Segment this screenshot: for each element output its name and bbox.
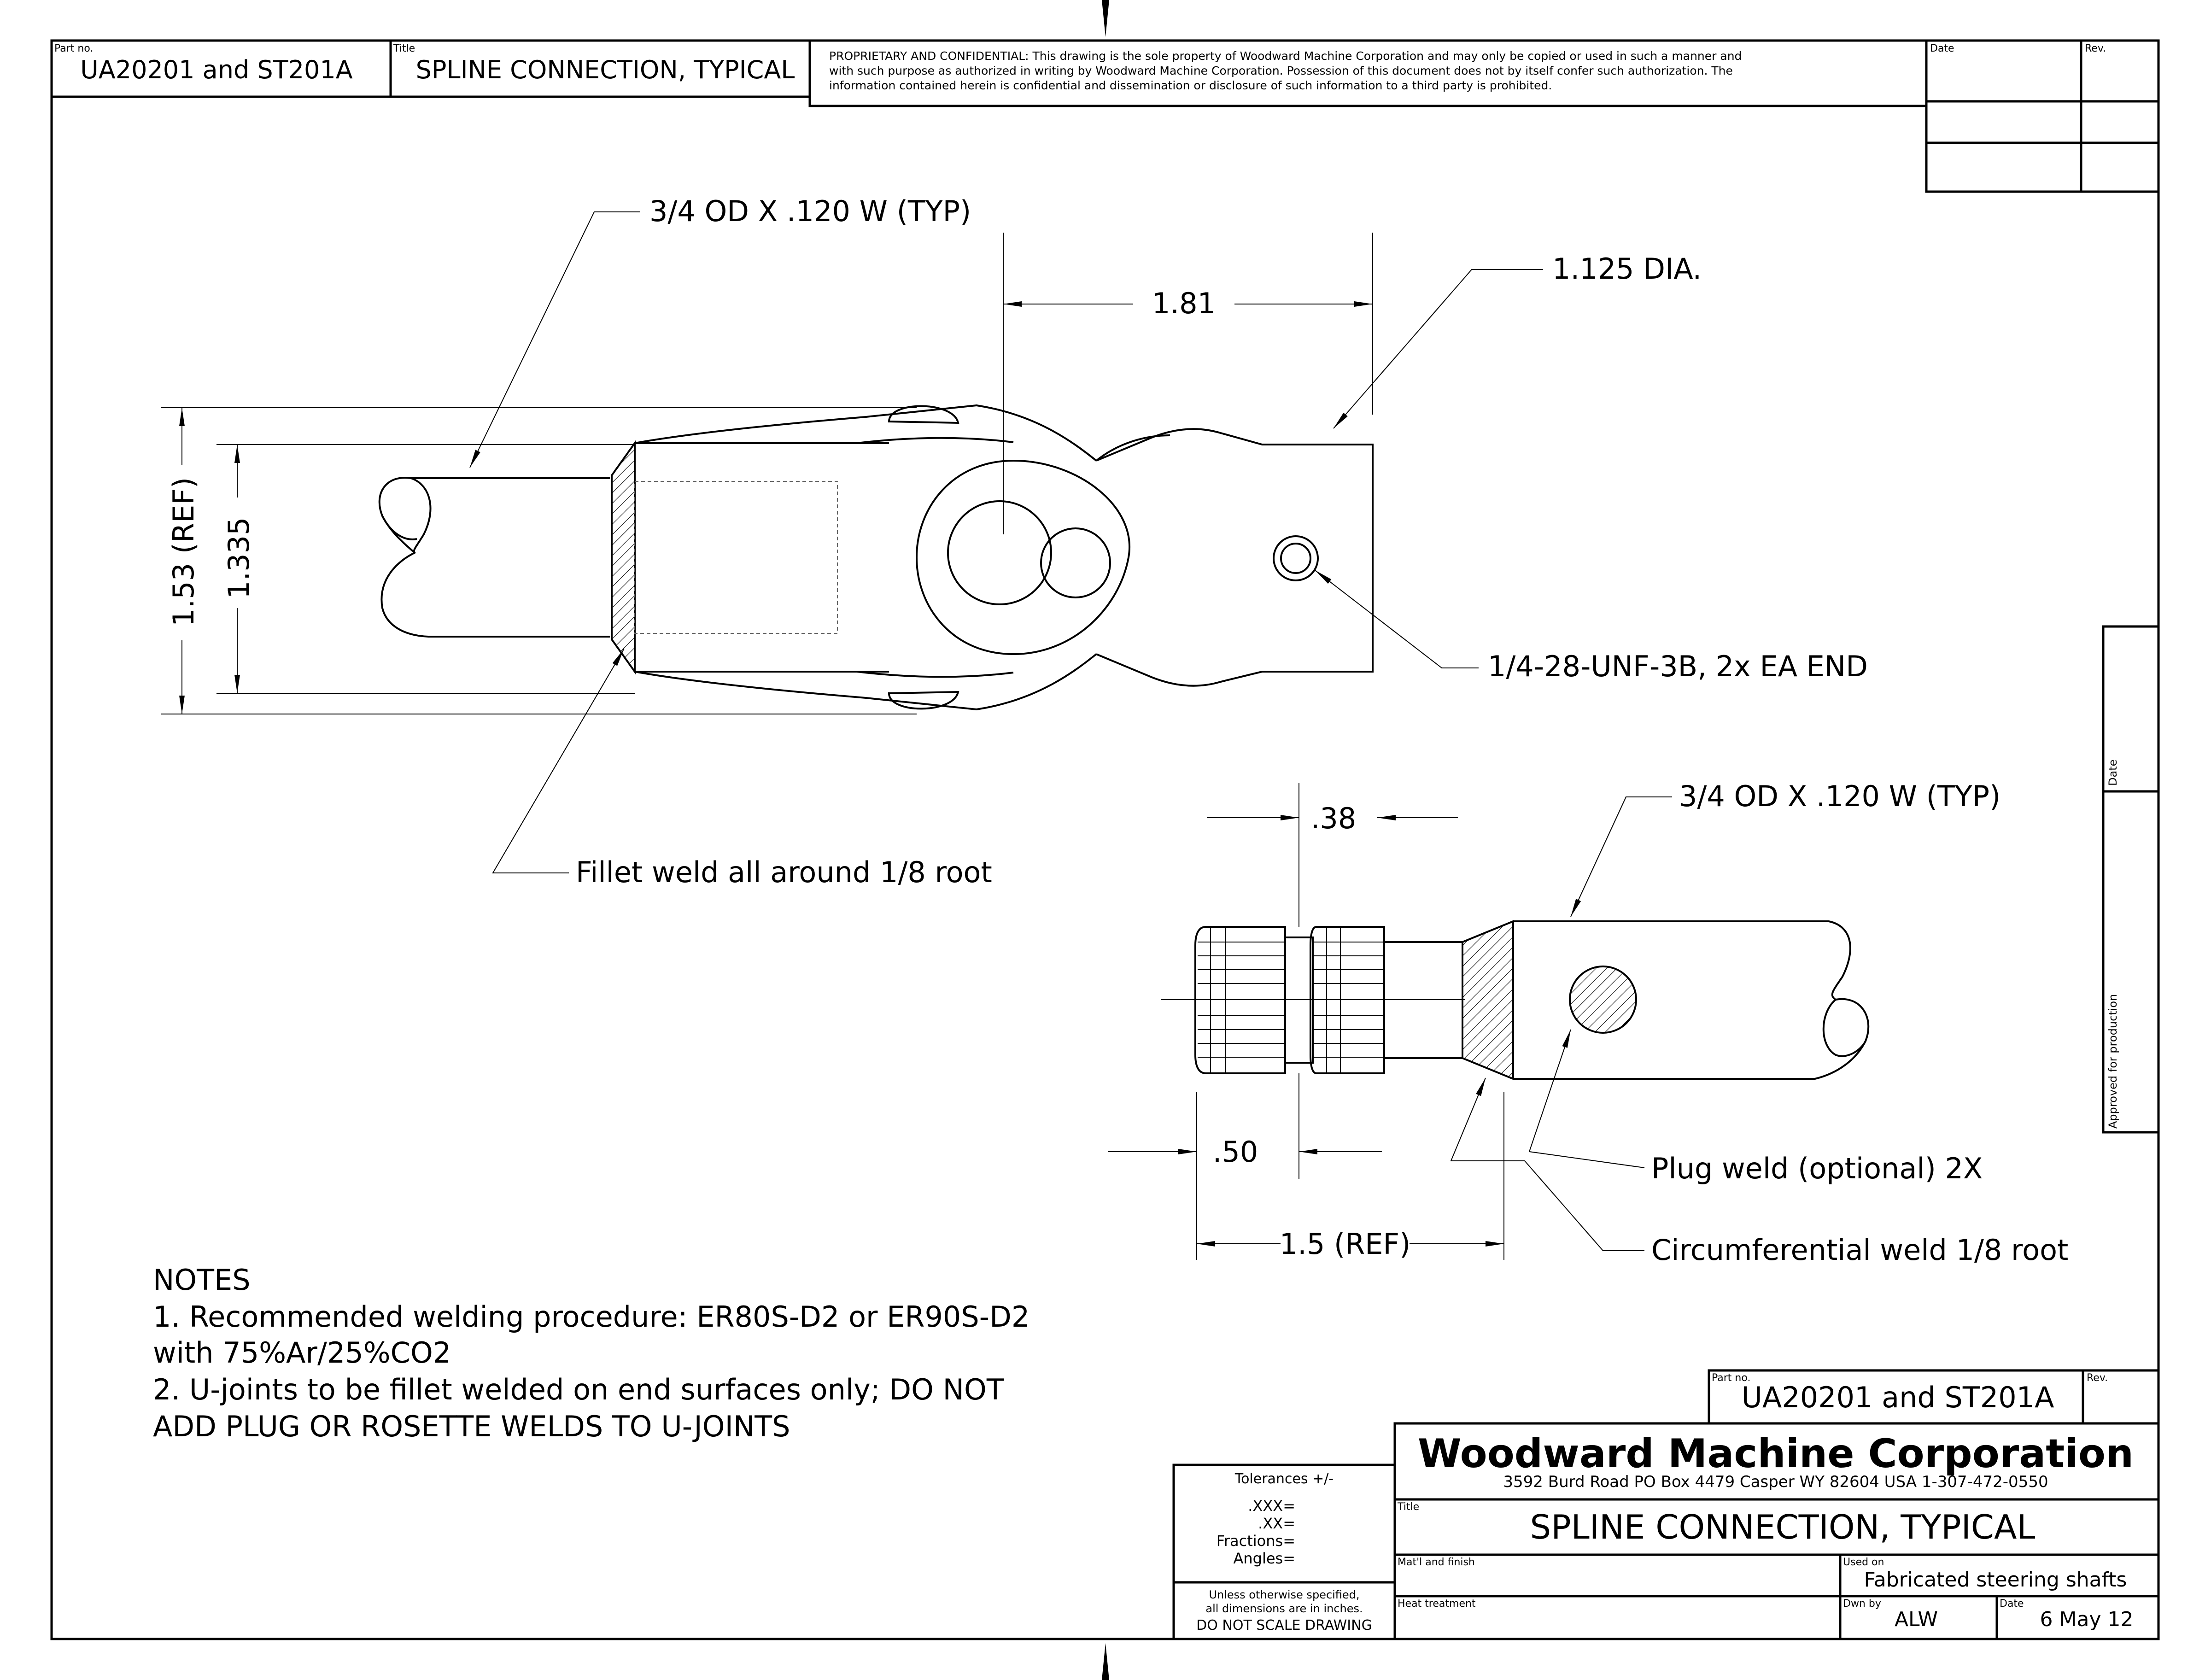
spider-pin	[1040, 527, 1111, 598]
spline-neck	[1284, 937, 1314, 1064]
dim-181: 1.81	[1152, 287, 1216, 320]
dia-1125: 1.125 DIA.	[1552, 252, 1702, 286]
spider-hub	[947, 500, 1052, 605]
dim-15: 1.5 (REF)	[1280, 1227, 1411, 1261]
thread-callout: 1/4-28-UNF-3B, 2x EA END	[1488, 650, 1868, 683]
bearing-cap-top	[888, 405, 959, 424]
top-rev-caption: Rev.	[2085, 43, 2106, 54]
tb-date-caption: Date	[2000, 1598, 2024, 1610]
yoke-arm-bottom	[634, 653, 1097, 711]
dim-153: 1.53 (REF)	[167, 477, 200, 626]
company-name: Woodward Machine Corporation	[1418, 1431, 2134, 1477]
top-part-no-caption: Part no.	[54, 43, 93, 54]
ujoint-top-view	[378, 233, 1374, 711]
center-mark-top	[1102, 0, 1109, 37]
dimensions-top: 1.81 1.125 DIA. 3/4 OD X .120 W (TYP) 1.…	[161, 194, 1868, 889]
tb-used-on-caption: Used on	[1843, 1557, 1884, 1568]
top-title-caption: Title	[393, 43, 415, 54]
top-part-no: UA20201 and ST201A	[80, 55, 353, 84]
yoke-body	[634, 442, 889, 673]
tb-dwn-caption: Dwn by	[1843, 1598, 1881, 1610]
spline-teeth	[1198, 927, 1384, 1073]
dimensions-bottom: .38 .50 1.5 (REF) 3/4 OD X .120 W (TYP) …	[1108, 779, 2068, 1267]
plug-callout: Plug weld (optional) 2X	[1651, 1152, 1983, 1185]
proprietary-line-2: with such purpose as authorized in writi…	[829, 64, 1733, 77]
dim-038: .38	[1311, 802, 1357, 835]
tapped-hole	[1273, 535, 1319, 581]
side-date-caption: Date	[2106, 760, 2119, 786]
fillet-callout: Fillet weld all around 1/8 root	[576, 855, 992, 889]
notes: NOTES 1. Recommended welding procedure: …	[153, 1263, 1029, 1443]
company-address: 3592 Burd Road PO Box 4479 Casper WY 826…	[1503, 1473, 2048, 1491]
spline-stub-view	[1161, 783, 1870, 1260]
ujoint-body	[1096, 428, 1374, 687]
right-tube	[1513, 920, 1870, 1080]
plug-weld	[1569, 966, 1637, 1034]
circ-callout: Circumferential weld 1/8 root	[1651, 1233, 2068, 1267]
left-tube	[378, 476, 610, 638]
tb-part-no-caption: Part no.	[1712, 1372, 1750, 1384]
tol-angles: Angles=	[1233, 1550, 1295, 1567]
note-1a: 1. Recommended welding procedure: ER80S-…	[153, 1300, 1029, 1334]
note-2b: ADD PLUG OR ROSETTE WELDS TO U-JOINTS	[153, 1410, 790, 1443]
top-block: Part no. UA20201 and ST201A Title SPLINE…	[50, 39, 2160, 193]
bearing-cap-bottom	[888, 691, 959, 710]
yoke-lug	[915, 459, 1130, 656]
tb-title-caption: Title	[1397, 1501, 1419, 1513]
spline-segment-2	[1310, 926, 1385, 1074]
tb-date: 6 May 12	[2040, 1608, 2134, 1631]
tb-matl-caption: Mat'l and finish	[1398, 1557, 1475, 1568]
dim-050: .50	[1213, 1135, 1258, 1169]
proprietary-line-3: information contained herein is confiden…	[829, 79, 1552, 92]
spline-segment-1	[1194, 926, 1286, 1074]
top-title: SPLINE CONNECTION, TYPICAL	[416, 55, 795, 84]
yoke-arm-top	[634, 404, 1097, 462]
tb-part-no: UA20201 and ST201A	[1741, 1381, 2054, 1414]
fillet-weld	[611, 440, 636, 675]
tb-title: SPLINE CONNECTION, TYPICAL	[1530, 1508, 2036, 1546]
top-date-caption: Date	[1930, 43, 1954, 54]
circ-weld	[1462, 920, 1514, 1080]
tol-xx: .XX=	[1258, 1515, 1295, 1532]
tol-noscale: DO NOT SCALE DRAWING	[1196, 1617, 1372, 1633]
title-block: Part no. UA20201 and ST201A Rev. Woodwar…	[1393, 1369, 2160, 1640]
tb-dwn: ALW	[1895, 1608, 1938, 1631]
tol-heading: Tolerances +/-	[1234, 1471, 1334, 1487]
left-tube-break	[410, 477, 432, 554]
note-2a: 2. U-joints to be fillet welded on end s…	[153, 1373, 1005, 1406]
tube-callout-bottom: 3/4 OD X .120 W (TYP)	[1679, 779, 2000, 813]
tol-xxx: .XXX=	[1248, 1497, 1295, 1515]
tb-used-on: Fabricated steering shafts	[1864, 1568, 2127, 1592]
center-mark-bottom	[1102, 1643, 1109, 1680]
tb-rev-caption: Rev.	[2087, 1372, 2108, 1384]
side-approved-caption: Approved for production	[2106, 994, 2119, 1129]
tolerances-block: Tolerances +/- .XXX= .XX= Fractions= Ang…	[1172, 1463, 1396, 1640]
note-1b: with 75%Ar/25%CO2	[153, 1336, 451, 1370]
dim-1335: 1.335	[222, 517, 256, 599]
tol-unless-2: all dimensions are in inches.	[1205, 1602, 1363, 1615]
side-approval-block: Date Approved for production	[2102, 625, 2160, 1134]
tol-fractions: Fractions=	[1217, 1532, 1295, 1550]
tb-heat-caption: Heat treatment	[1398, 1598, 1476, 1610]
tol-unless-1: Unless otherwise specified,	[1209, 1588, 1359, 1601]
tube-callout-top: 3/4 OD X .120 W (TYP)	[649, 194, 971, 228]
notes-heading: NOTES	[153, 1263, 251, 1297]
proprietary-line-1: PROPRIETARY AND CONFIDENTIAL: This drawi…	[829, 49, 1742, 63]
